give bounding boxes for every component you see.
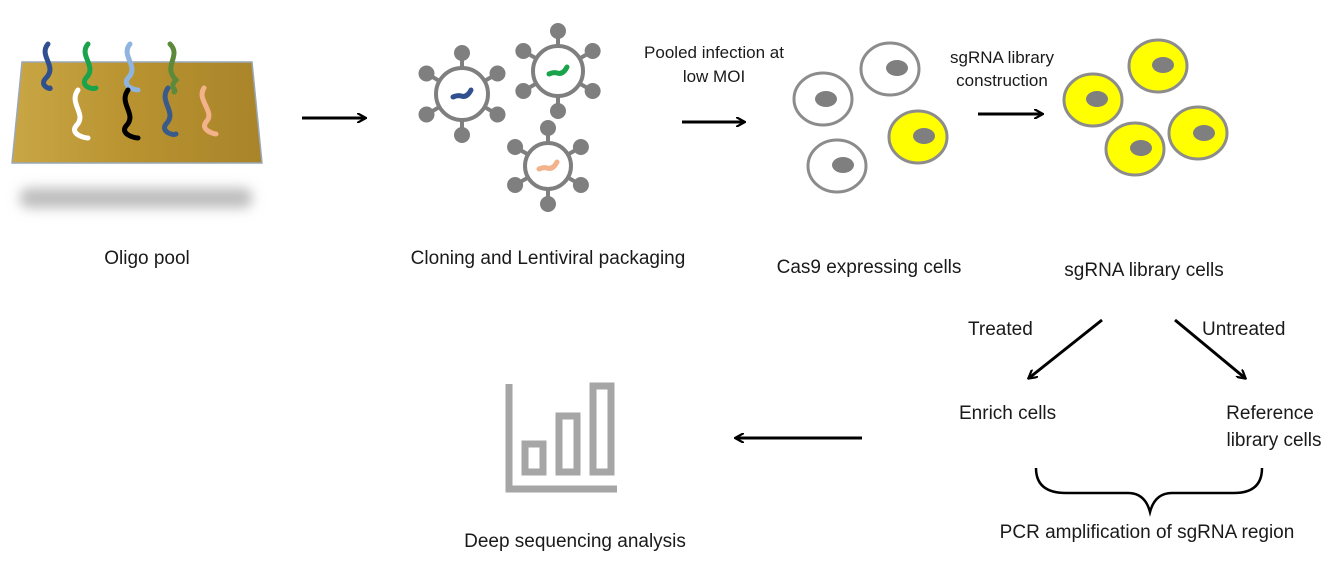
cell-icon <box>1062 72 1124 128</box>
virus-spike-knob <box>572 139 589 155</box>
stage-reference-line1: Reference <box>1226 403 1314 424</box>
virus-spike-knob <box>584 43 601 59</box>
virus-spike-knob <box>515 43 532 59</box>
label-untreated: Untreated <box>1202 319 1286 340</box>
virus-spike-knob <box>515 83 532 99</box>
virus-spike-knob <box>584 83 601 99</box>
label-infection-line1: Pooled infection at <box>644 43 784 62</box>
viral-rna <box>450 87 474 100</box>
stage-reference-line2: library cells <box>1226 430 1322 451</box>
stage-cloning: Cloning and Lentiviral packaging <box>410 248 686 269</box>
library-cells-group <box>1062 38 1229 177</box>
arrow-treated <box>1029 318 1103 378</box>
curly-brace-icon <box>1034 467 1264 517</box>
label-construction-line2: construction <box>956 71 1048 90</box>
lentivirus-particle-icon <box>515 23 601 119</box>
cell-icon <box>1104 121 1166 177</box>
virus-spike-knob <box>489 65 506 82</box>
virus-spike-knob <box>418 106 435 123</box>
stage-deep-seq: Deep sequencing analysis <box>464 531 686 552</box>
cell-icon <box>859 41 921 97</box>
viral-rna <box>536 159 560 172</box>
virus-spike-knob <box>418 65 435 82</box>
label-treated: Treated <box>968 319 1033 340</box>
oligo-plate-icon <box>11 41 263 208</box>
lentivirus-particle-icon <box>418 45 506 143</box>
lentivirus-particle-icon <box>507 120 589 212</box>
cell-icon <box>1167 105 1229 161</box>
virus-spike-knob <box>550 23 566 39</box>
virus-spike-knob <box>572 177 589 193</box>
virus-spike-knob <box>454 127 470 143</box>
cell-icon <box>792 71 854 127</box>
label-infection-line2: low MOI <box>682 67 746 86</box>
virus-spike-knob <box>540 120 556 136</box>
label-construction-line1: sgRNA library <box>950 48 1054 67</box>
cas9-cells-group <box>792 41 949 194</box>
virus-spike-knob <box>489 106 506 123</box>
stage-enrich-cells: Enrich cells <box>959 403 1057 424</box>
virus-spike-knob <box>454 45 470 61</box>
virus-spike-knob <box>540 196 556 212</box>
cell-icon <box>806 138 868 194</box>
viral-rna <box>546 64 570 77</box>
stage-pcr: PCR amplification of sgRNA region <box>999 522 1295 543</box>
virus-spike-knob <box>507 139 524 155</box>
virus-spike-knob <box>507 177 524 193</box>
cell-icon <box>887 109 949 165</box>
arrow-untreated <box>1174 318 1245 378</box>
virus-spike-knob <box>550 103 566 119</box>
bar-chart-icon <box>505 382 617 493</box>
stage-library-cells: sgRNA library cells <box>1064 260 1224 281</box>
stage-cas9-cells: Cas9 expressing cells <box>776 257 962 278</box>
cell-icon <box>1127 38 1189 94</box>
stage-oligo-pool: Oligo pool <box>104 248 190 269</box>
